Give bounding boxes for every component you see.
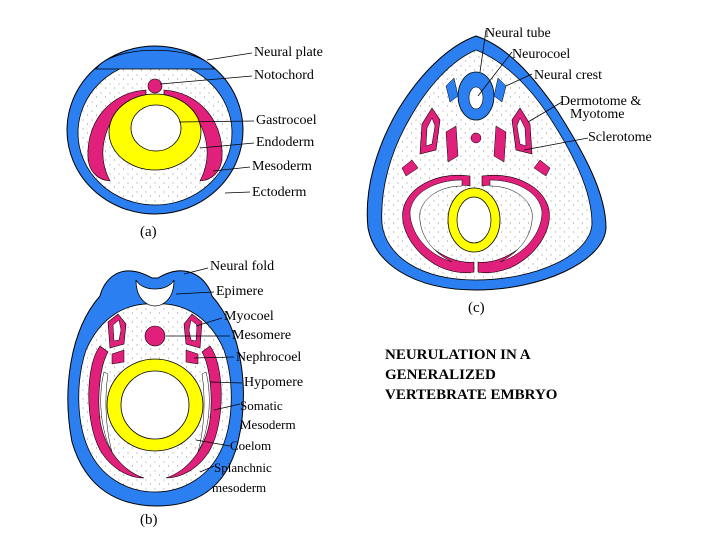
label-neural-plate: Neural plate (254, 45, 323, 60)
label-epimere: Epimere (216, 284, 264, 299)
c-gut-cavity (456, 196, 492, 244)
label-neurocoel: Neurocoel (512, 47, 571, 62)
c-notochord (470, 132, 482, 144)
a-notochord (147, 78, 163, 94)
panel-c-embryo (366, 29, 607, 291)
b-hypomere-left (88, 345, 145, 479)
a-neural-plate (95, 49, 215, 70)
title-line-1: NEURULATION IN A (385, 347, 531, 363)
label-sclerotome: Sclerotome (588, 130, 652, 145)
panel-a-embryo (66, 45, 255, 215)
label-coelom: Coelom (230, 438, 272, 453)
label-mesomere: Mesomere (232, 328, 292, 343)
caption-b: (b) (140, 512, 158, 528)
label-splanchnic-mesoderm: mesoderm (212, 480, 267, 495)
b-mesomere-right (185, 349, 199, 365)
label-splanchnic: Splanchnic (214, 460, 272, 475)
c-nephrotome-left (401, 159, 419, 177)
label-myocoel: Myocoel (224, 309, 274, 324)
c-neurocoel (468, 86, 484, 110)
label-gastrocoel: Gastrocoel (256, 113, 317, 128)
label-neural-fold: Neural fold (210, 259, 275, 274)
title-line-3: VERTEBRATE EMBRYO (385, 387, 558, 403)
label-myotome: Myotome (570, 107, 625, 122)
label-endoderm: Endoderm (256, 135, 315, 150)
panel-b-embryo (67, 267, 244, 507)
label-neural-crest: Neural crest (534, 68, 603, 83)
b-hypomere-right (165, 345, 222, 479)
b-notochord (144, 325, 166, 347)
c-neural-crest-right (493, 77, 507, 103)
b-gut-cavity (120, 370, 190, 440)
b-mesomere-left (111, 349, 125, 365)
label-ectoderm: Ectoderm (252, 185, 307, 200)
label-hypomere: Hypomere (244, 375, 304, 390)
label-nephrocoel: Nephrocoel (236, 350, 302, 365)
label-mesoderm: Mesoderm (252, 159, 312, 174)
a-gastrocoel (130, 104, 182, 152)
c-nephrotome-right (533, 159, 551, 177)
label-dermotome: Dermotome & (560, 94, 642, 109)
label-notochord: Notochord (254, 68, 314, 83)
c-sclerotome-left (445, 125, 459, 163)
diagram-title: NEURULATION IN A GENERALIZED VERTEBRATE … (385, 345, 557, 405)
label-somatic-mesoderm: Mesoderm (240, 417, 296, 432)
c-neural-crest-left (445, 77, 459, 103)
label-somatic: Somatic (240, 398, 283, 413)
b-neural-groove (135, 279, 175, 307)
c-sclerotome-right (493, 125, 507, 163)
caption-c: (c) (468, 300, 485, 316)
label-neural-tube: Neural tube (485, 26, 551, 41)
caption-a: (a) (140, 224, 157, 240)
title-line-2: GENERALIZED (385, 367, 496, 383)
